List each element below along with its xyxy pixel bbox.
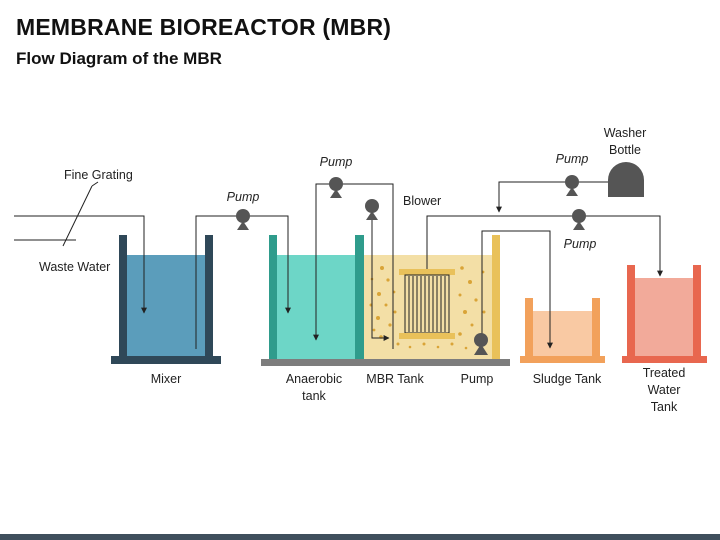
pump-mbr-icon [474,333,488,355]
mbr-tank [364,235,500,359]
label-mixer: Mixer [151,372,182,386]
label-treated-line1: Treated [643,366,686,380]
tag-pump-top: Pump [320,155,353,169]
label-treated-line3: Tank [651,400,678,414]
label-mbr-tank: MBR Tank [366,372,424,386]
pump-mixer-icon [236,209,250,230]
label-blower: Blower [403,194,441,208]
page-subtitle: Flow Diagram of the MBR [16,49,222,68]
tag-pump-permeate: Pump [564,237,597,251]
membrane-module [399,269,455,339]
label-waste-water: Waste Water [39,260,110,274]
label-anaerobic-line2: tank [302,389,326,403]
label-washer-line1: Washer [604,126,647,140]
tank-base-platform [261,359,510,366]
pump-top-icon [329,177,343,198]
pump-washer-icon [565,175,579,196]
treated-water-tank [622,265,707,363]
tag-pump-mixer: Pump [227,190,260,204]
label-fine-grating: Fine Grating [64,168,133,182]
label-sludge-tank: Sludge Tank [533,372,602,386]
sludge-tank [520,298,605,363]
tag-pump-washer: Pump [556,152,589,166]
mixer-tank [111,235,221,364]
label-treated-line2: Water [648,383,681,397]
label-pump: Pump [461,372,494,386]
pump-permeate-icon [572,209,586,230]
label-anaerobic-line1: Anaerobic [286,372,342,386]
page-title: MEMBRANE BIOREACTOR (MBR) [16,14,392,40]
blower-icon [365,199,379,220]
label-washer-line2: Bottle [609,143,641,157]
washer-bottle-icon [608,162,644,197]
bottom-bar [0,534,720,540]
